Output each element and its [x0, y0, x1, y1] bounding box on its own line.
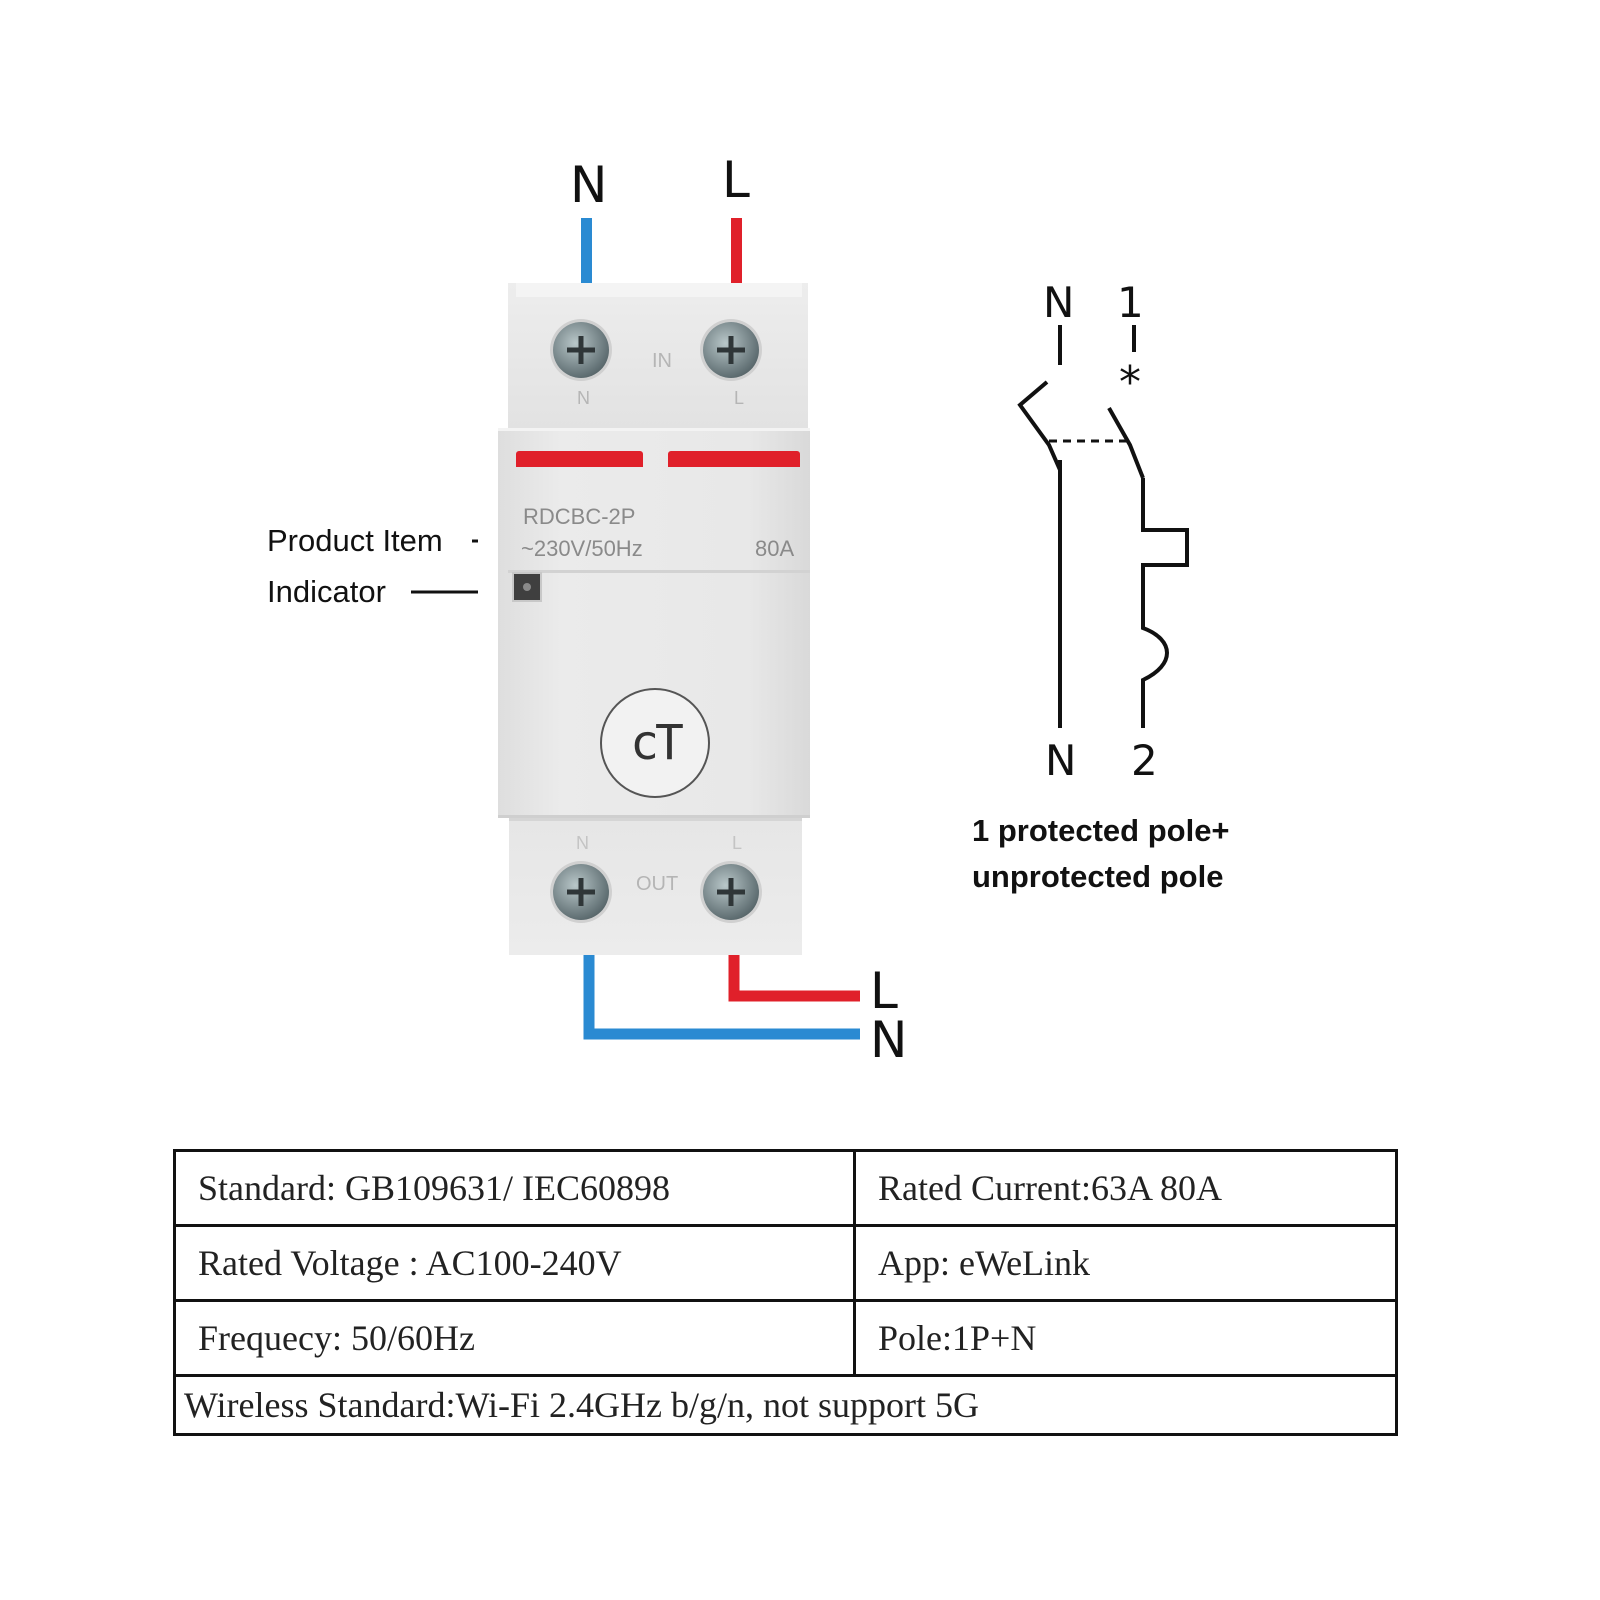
output-live-label: L	[870, 962, 898, 1020]
product-item-callout: Product Item	[267, 523, 443, 558]
out-label: OUT	[636, 873, 679, 895]
schematic-bottom-left-label: N	[1045, 736, 1077, 785]
screw-terminal-in-n[interactable]	[553, 322, 609, 378]
table-row: Wireless Standard:Wi-Fi 2.4GHz b/g/n, no…	[173, 1374, 1398, 1436]
input-live-wire	[731, 218, 742, 284]
indicator-light	[512, 572, 542, 602]
out-n-label: N	[576, 833, 589, 853]
spec-app: App: eWeLink	[853, 1224, 1398, 1302]
schematic-bottom-right-label: 2	[1131, 736, 1158, 785]
voltage-text: ~230V/50Hz	[521, 536, 643, 561]
screw-terminal-in-l[interactable]	[703, 322, 759, 378]
brand-stripe-right	[668, 451, 800, 467]
table-row: Frequecy: 50/60Hz Pole:1P+N	[173, 1299, 1398, 1377]
schematic-caption-line2: unprotected pole	[972, 859, 1224, 894]
spec-table: Standard: GB109631/ IEC60898 Rated Curre…	[173, 1149, 1398, 1436]
label-divider	[508, 570, 810, 573]
spec-rated-voltage: Rated Voltage : AC100-240V	[173, 1224, 856, 1302]
screw-head-icon	[717, 336, 745, 364]
spec-rated-current: Rated Current:63A 80A	[853, 1149, 1398, 1227]
output-neutral-wire	[583, 955, 860, 1040]
brand-stripe-left	[516, 451, 643, 467]
schematic-top-right-label: 1	[1117, 278, 1144, 327]
output-live-wire	[728, 955, 860, 1002]
table-row: Standard: GB109631/ IEC60898 Rated Curre…	[173, 1149, 1398, 1227]
input-neutral-label: N	[570, 156, 608, 214]
in-label: IN	[652, 350, 672, 372]
schematic-top-left-label: N	[1043, 278, 1075, 327]
spec-frequency: Frequecy: 50/60Hz	[173, 1299, 856, 1377]
input-live-label: L	[722, 151, 750, 209]
schematic-caption-line1: 1 protected pole+	[972, 813, 1230, 848]
spec-standard: Standard: GB109631/ IEC60898	[173, 1149, 856, 1227]
logo-text: cT	[630, 715, 684, 771]
spec-pole: Pole:1P+N	[853, 1299, 1398, 1377]
top-terminal-ledge	[516, 283, 802, 297]
in-l-label: L	[734, 388, 745, 408]
spec-wireless: Wireless Standard:Wi-Fi 2.4GHz b/g/n, no…	[173, 1374, 1398, 1436]
input-neutral-wire	[581, 218, 592, 284]
screw-head-icon	[717, 878, 745, 906]
screw-head-icon	[567, 336, 595, 364]
output-neutral-label: N	[870, 1011, 908, 1069]
in-n-label: N	[577, 388, 590, 408]
model-text: RDCBC-2P	[523, 504, 636, 529]
screw-head-icon	[567, 878, 595, 906]
screw-terminal-out-n[interactable]	[553, 864, 609, 920]
current-text: 80A	[755, 536, 795, 561]
table-row: Rated Voltage : AC100-240V App: eWeLink	[173, 1224, 1398, 1302]
logo-badge: cT	[600, 688, 710, 798]
indicator-callout: Indicator	[267, 574, 386, 609]
screw-terminal-out-l[interactable]	[703, 864, 759, 920]
out-l-label: L	[732, 833, 743, 853]
